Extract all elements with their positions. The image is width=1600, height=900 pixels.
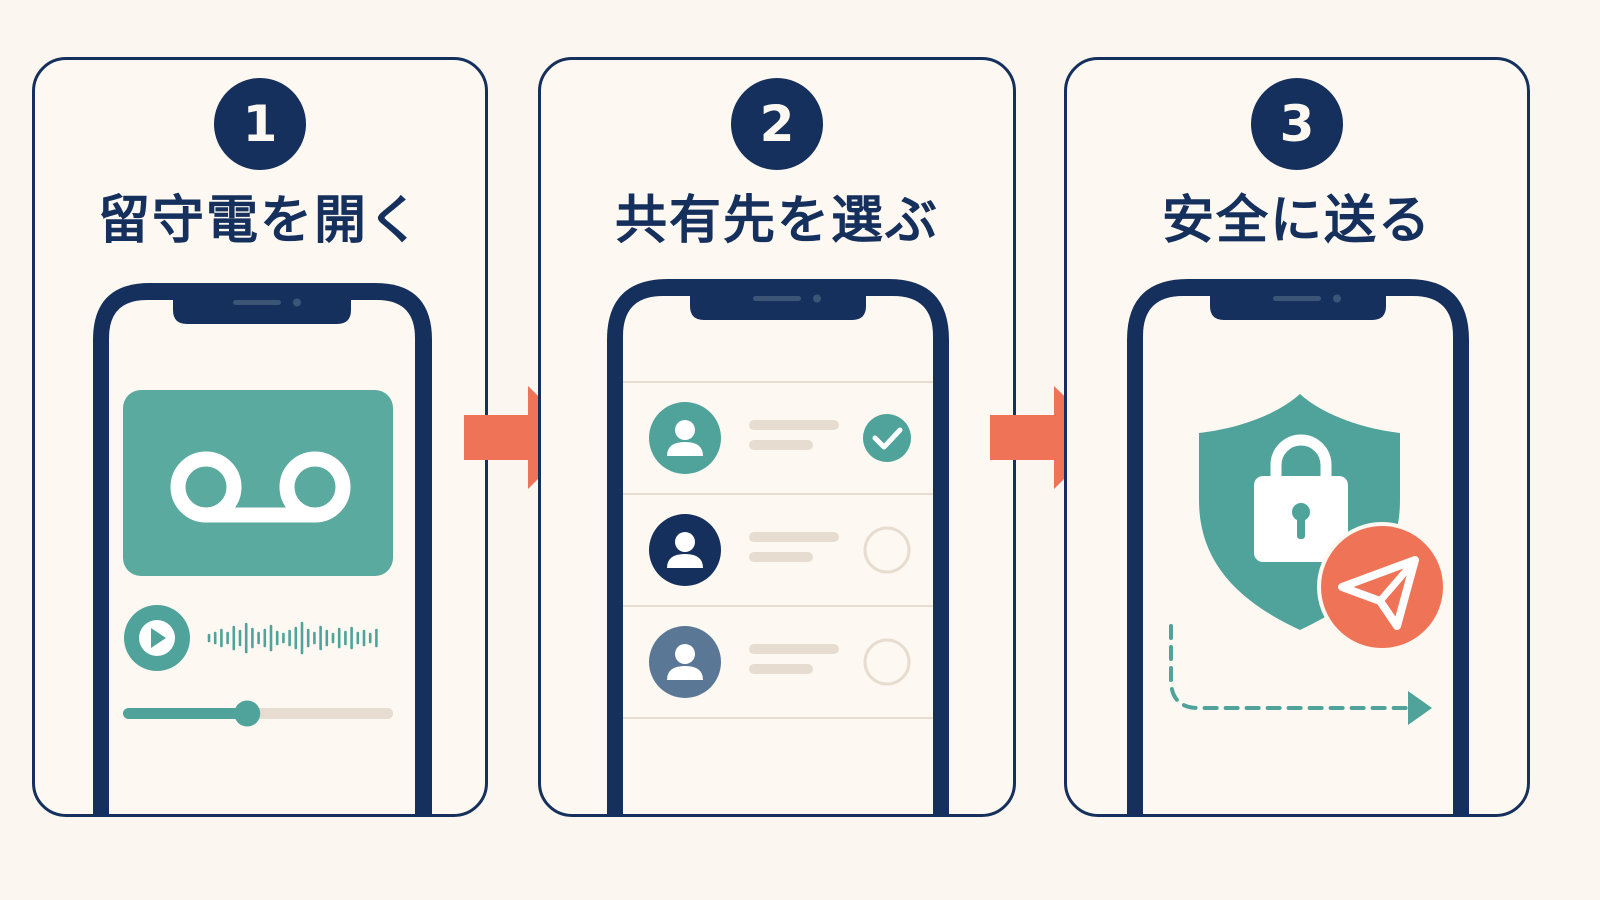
playback-slider[interactable] [123, 700, 393, 727]
phone-mockup-3 [1127, 279, 1469, 814]
send-button[interactable] [1317, 522, 1447, 652]
contact-avatar-icon [649, 402, 721, 474]
audio-waveform [207, 621, 378, 655]
step-2-panel: 2 共有先を選ぶ [538, 57, 1016, 817]
play-button[interactable] [124, 605, 190, 671]
step-1-number: 1 [214, 78, 306, 170]
contact-name-placeholder [749, 420, 839, 430]
contact-detail-placeholder [749, 664, 813, 674]
contact-list [623, 381, 933, 719]
step-1-panel: 1 留守電を開く [32, 57, 488, 817]
contact-name-placeholder [749, 644, 839, 654]
contact-avatar-icon [649, 514, 721, 586]
step-3-number: 3 [1251, 78, 1343, 170]
phone-mockup-2 [607, 279, 949, 814]
lock-icon [1254, 434, 1348, 562]
contact-name-placeholder [749, 532, 839, 542]
arrowhead-icon [1408, 691, 1432, 725]
radio-unchecked-icon[interactable] [863, 526, 911, 574]
phone-mockup-1 [93, 283, 432, 814]
contact-detail-placeholder [749, 440, 813, 450]
step-3-panel: 3 安全に送る [1064, 57, 1530, 817]
step-1-title: 留守電を開く [97, 191, 422, 251]
step-2-number: 2 [731, 78, 823, 170]
slider-fill [123, 708, 248, 719]
contact-avatar-icon [649, 626, 721, 698]
contact-row[interactable] [649, 402, 911, 474]
radio-unchecked-icon[interactable] [863, 638, 911, 686]
step-3-title: 安全に送る [1161, 191, 1432, 251]
step-2-title: 共有先を選ぶ [614, 191, 939, 251]
voicemail-card [123, 390, 393, 576]
paper-plane-icon [1338, 556, 1419, 630]
slider-knob[interactable] [234, 700, 261, 727]
voicemail-icon [170, 451, 351, 523]
contact-row[interactable] [649, 514, 911, 586]
contact-row[interactable] [649, 626, 911, 698]
transfer-path [1169, 624, 1432, 725]
contact-detail-placeholder [749, 552, 813, 562]
checkbox-checked-icon[interactable] [863, 414, 911, 462]
